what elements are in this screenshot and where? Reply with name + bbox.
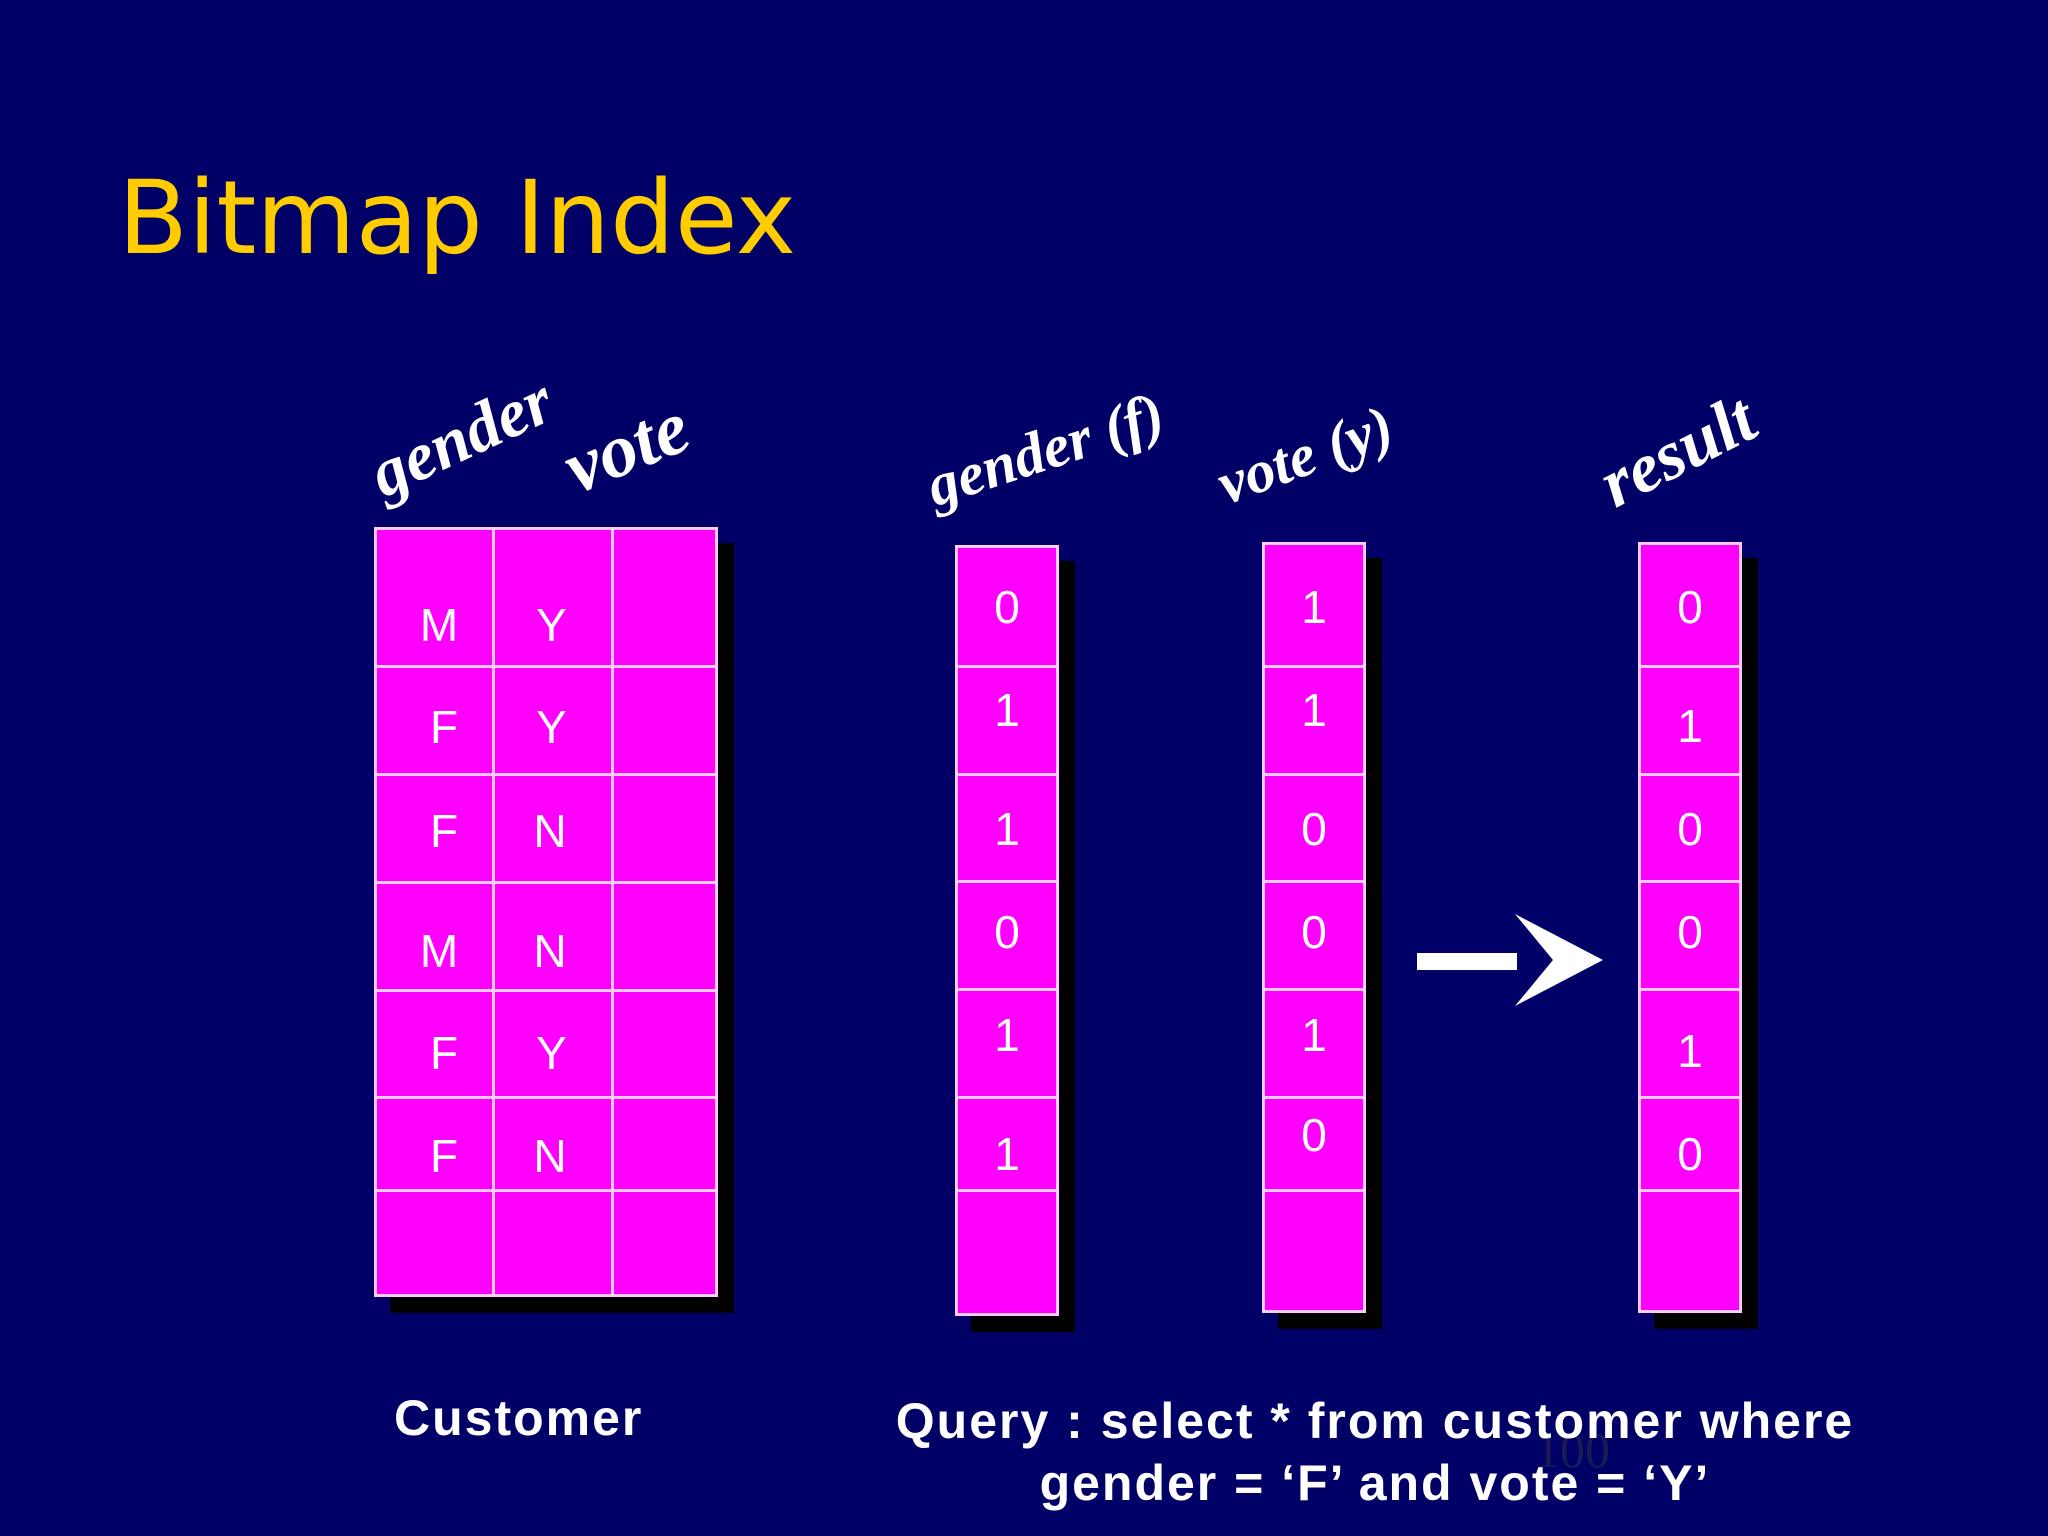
header-gender: gender bbox=[357, 361, 565, 512]
query-line-1: Query : select * from customer where bbox=[895, 1393, 1855, 1449]
customer-vote-1: Y bbox=[536, 599, 567, 651]
result-bit-5: 1 bbox=[1677, 1025, 1703, 1077]
vote-y-bit-2: 1 bbox=[1301, 684, 1327, 736]
customer-gender-4: M bbox=[419, 925, 459, 977]
customer-gender-2: F bbox=[429, 701, 459, 753]
header-vote: vote bbox=[552, 384, 701, 510]
query-caption: Query : select * from customer where gen… bbox=[870, 1390, 1880, 1514]
gender-f-bit-3: 1 bbox=[994, 803, 1020, 855]
customer-gender-3: F bbox=[429, 805, 459, 857]
bitmap-result: 0 1 0 0 1 0 bbox=[1638, 542, 1742, 1313]
header-gender-f: gender (f) bbox=[918, 380, 1172, 519]
customer-gender-6: F bbox=[429, 1130, 459, 1182]
vote-y-bit-6: 0 bbox=[1301, 1109, 1327, 1161]
bitmap-gender-f: 0 1 1 0 1 1 bbox=[955, 545, 1059, 1316]
customer-vote-2: Y bbox=[536, 701, 567, 753]
slide-title: Bitmap Index bbox=[118, 159, 797, 278]
query-line-2: gender = ‘F’ and vote = ‘Y’ bbox=[1039, 1455, 1711, 1511]
vote-y-bit-5: 1 bbox=[1301, 1009, 1327, 1061]
result-bit-3: 0 bbox=[1677, 803, 1703, 855]
bitmap-vote-y: 1 1 0 0 1 0 bbox=[1262, 542, 1366, 1313]
gender-f-bit-2: 1 bbox=[994, 684, 1020, 736]
customer-vote-4: N bbox=[533, 925, 567, 977]
gender-f-bit-1: 0 bbox=[994, 581, 1020, 633]
result-bit-6: 0 bbox=[1677, 1128, 1703, 1180]
vote-y-bit-3: 0 bbox=[1301, 803, 1327, 855]
customer-gender-5: F bbox=[429, 1027, 459, 1079]
gender-f-bit-5: 1 bbox=[994, 1009, 1020, 1061]
customer-table: M Y F Y F N M N F Y F N bbox=[374, 527, 718, 1297]
page-number: 100 bbox=[1535, 1422, 1610, 1478]
result-bit-4: 0 bbox=[1677, 906, 1703, 958]
customer-vote-6: N bbox=[533, 1130, 567, 1182]
customer-vote-3: N bbox=[533, 805, 567, 857]
right-arrow-icon bbox=[1417, 914, 1603, 1006]
header-vote-y: vote (y) bbox=[1208, 392, 1402, 517]
result-bit-1: 0 bbox=[1677, 581, 1703, 633]
customer-vote-5: Y bbox=[536, 1027, 567, 1079]
customer-caption: Customer bbox=[394, 1390, 644, 1446]
vote-y-bit-4: 0 bbox=[1301, 906, 1327, 958]
header-result: result bbox=[1587, 379, 1768, 523]
vote-y-bit-1: 1 bbox=[1301, 581, 1327, 633]
gender-f-bit-6: 1 bbox=[994, 1128, 1020, 1180]
customer-gender-1: M bbox=[419, 599, 459, 651]
result-bit-2: 1 bbox=[1677, 700, 1703, 752]
gender-f-bit-4: 0 bbox=[994, 906, 1020, 958]
